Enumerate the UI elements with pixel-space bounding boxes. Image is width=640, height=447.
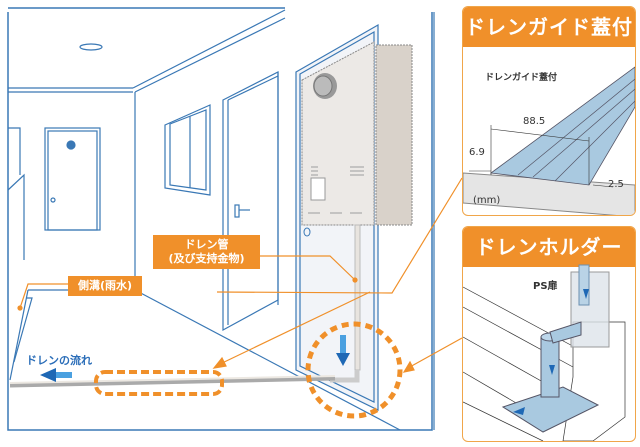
highlight-drain-holder	[305, 321, 403, 419]
dim-base: 2.5	[608, 179, 624, 190]
drain-guide-cover-diagram	[463, 66, 635, 215]
dim-height: 6.9	[469, 147, 485, 158]
panel-title-drain-holder: ドレンホルダー	[463, 227, 635, 267]
window	[164, 104, 211, 196]
control-panel	[310, 177, 326, 201]
panel-drain-guide-cover: ドレンガイド蓋付 ドレンガイド蓋付 88.5 6.9 2.5 (mm)	[462, 6, 636, 216]
down-flow-arrow-icon	[336, 335, 350, 366]
dim-unit: (mm)	[473, 195, 501, 206]
drain-pipe-label-line1: ドレン管	[184, 238, 229, 251]
door-peephole	[66, 140, 76, 150]
ps-door-label: PS扉	[533, 281, 558, 292]
exhaust-vent-icon	[313, 73, 337, 99]
corridor-frame	[7, 7, 433, 431]
highlight-drain-guide	[94, 370, 224, 396]
panel-drain-holder: ドレンホルダー PS扉	[462, 226, 636, 442]
apartment-door	[222, 71, 279, 332]
leader-lines	[17, 177, 463, 373]
drain-flow-arrow-icon	[40, 368, 72, 382]
ceiling-light	[79, 43, 103, 51]
drain-pipe-label-line2: (及び支持金物)	[168, 252, 245, 265]
side-gutter-label: 側溝(雨水)	[68, 276, 142, 296]
dim-width: 88.5	[523, 116, 546, 127]
drain-holder-diagram	[463, 264, 626, 441]
guide-cover-caption: ドレンガイド蓋付	[485, 73, 558, 83]
drain-pipe-label: ドレン管 (及び支持金物)	[153, 235, 260, 269]
panel-title-drain-guide-cover: ドレンガイド蓋付	[463, 7, 635, 47]
water-heater	[301, 41, 413, 237]
drain-flow-label: ドレンの流れ	[26, 354, 92, 367]
door-handle	[234, 204, 240, 218]
